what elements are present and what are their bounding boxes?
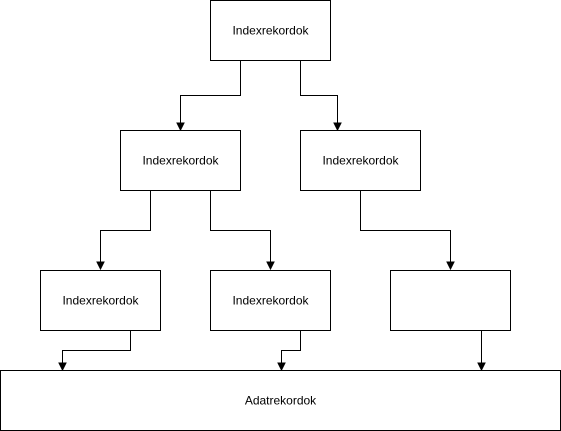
edge-level3-left-to-data [62,330,131,364]
node-root-label: Indexrekordok [232,24,309,38]
edge-level3-middle-to-data [281,330,301,364]
arrowhead-root-to-level2-right [333,122,342,132]
node-level2-right-box [300,130,421,191]
node-data-block: Adatrekordok [0,370,561,431]
node-level3-middle-box [210,270,331,331]
arrowhead-level2-left-to-level3-left [96,261,105,271]
node-root: Indexrekordok [210,0,331,61]
node-level2-right-label: Indexrekordok [322,154,399,168]
arrowhead-level3-right-to-data [477,362,486,372]
arrowhead-level2-right-to-level3-right [446,261,455,271]
node-level3-middle: Indexrekordok [210,270,331,331]
arrowhead-root-to-level2-left [176,122,185,132]
node-root-box [210,0,331,61]
edge-level2-right-to-level3-right [360,190,451,263]
node-level3-left-box [40,270,161,331]
node-level2-right: Indexrekordok [300,130,421,191]
edge-root-to-level2-right [300,60,338,124]
node-level3-right-box [390,270,511,331]
node-level3-middle-label: Indexrekordok [232,294,309,308]
arrowhead-level3-left-to-data [58,362,67,372]
edge-level2-left-to-level3-middle [210,190,271,263]
node-level3-left: Indexrekordok [40,270,161,331]
node-level2-left-label: Indexrekordok [142,154,219,168]
edges [58,60,486,372]
edge-level2-left-to-level3-left [100,190,151,263]
node-data-block-box [0,370,561,431]
node-level3-right [390,270,511,331]
node-level3-left-label: Indexrekordok [62,294,139,308]
arrowhead-level3-middle-to-data [277,362,286,372]
edge-root-to-level2-left [180,60,241,124]
arrowhead-level2-left-to-level3-middle [266,261,275,271]
node-level2-left-box [120,130,241,191]
node-level2-left: Indexrekordok [120,130,241,191]
node-data-block-label: Adatrekordok [245,394,317,408]
